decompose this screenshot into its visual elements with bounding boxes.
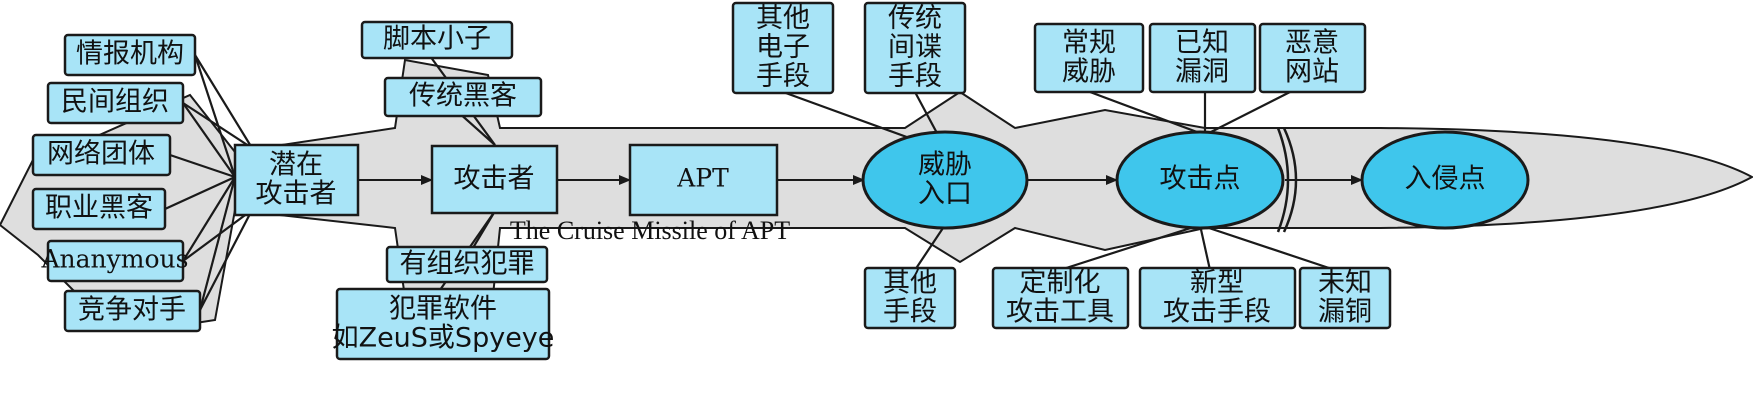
crimeware-box	[335, 287, 551, 361]
traditional-hacker-box	[383, 76, 543, 118]
apt-box	[628, 143, 779, 217]
malicious-website-box	[1258, 22, 1367, 94]
custom-attack-tools-box	[991, 266, 1130, 330]
intrusion-point-node	[1360, 130, 1530, 230]
attacker-type-label: 传统黑客	[409, 81, 517, 112]
attack-vector-label: 未知漏铜	[1318, 267, 1372, 327]
attacker-type-label: 脚本小子	[383, 24, 491, 55]
attack-vector-label: 恶意网站	[1285, 27, 1339, 87]
threat-entry-label: 威胁入口	[918, 149, 972, 209]
attacker-label: 攻击者	[454, 164, 535, 195]
attacker-box	[430, 144, 559, 215]
source-boxes: 情报机构 民间组织 网络团体 职业黑客 Ananymous 竞争对手	[31, 33, 202, 333]
apt-label: APT	[676, 164, 729, 193]
source-label: 职业黑客	[45, 193, 153, 224]
shield-arcs	[1276, 127, 1298, 233]
source-label: 情报机构	[76, 39, 184, 70]
unknown-vulnerability-box	[1298, 266, 1392, 330]
organized-crime-box	[385, 245, 549, 284]
threat-entry-node	[861, 130, 1029, 230]
attack-vector-label: 定制化攻击工具	[1006, 267, 1114, 327]
potential-attacker-label: 潜在攻击者	[256, 149, 337, 209]
crimeware-label: 犯罪软件如ZeuS或Spyeye	[332, 293, 555, 353]
known-vulnerability-box	[1148, 22, 1257, 94]
diagram-subtitle: The Cruise Missile of APT	[510, 216, 790, 245]
source-label: 竞争对手	[78, 295, 186, 326]
traditional-espionage-box	[863, 1, 967, 95]
other-electronic-means-box	[731, 1, 835, 95]
entry-method-label: 其他电子手段	[756, 3, 810, 92]
source-label: 网络团体	[47, 139, 155, 170]
entry-method-label: 传统间谍手段	[888, 3, 942, 92]
attack-vector-label: 新型攻击手段	[1163, 267, 1271, 327]
source-label: Ananymous	[41, 245, 189, 274]
attack-point-label: 攻击点	[1160, 164, 1241, 195]
entry-method-label: 其他手段	[883, 267, 937, 327]
potential-attacker-box	[233, 143, 360, 217]
conventional-threat-box	[1033, 22, 1145, 94]
intrusion-point-label: 入侵点	[1405, 164, 1486, 195]
source-connectors	[164, 54, 253, 311]
script-kiddie-box	[360, 20, 514, 60]
attack-vector-label: 常规威胁	[1062, 27, 1116, 87]
attack-point-node	[1115, 130, 1285, 230]
attack-vector-label: 已知漏洞	[1175, 27, 1229, 87]
attacker-type-label: 有组织犯罪	[400, 249, 535, 280]
source-label: 民间组织	[61, 87, 169, 118]
other-means-box	[863, 266, 957, 330]
new-attack-methods-box	[1138, 266, 1297, 330]
